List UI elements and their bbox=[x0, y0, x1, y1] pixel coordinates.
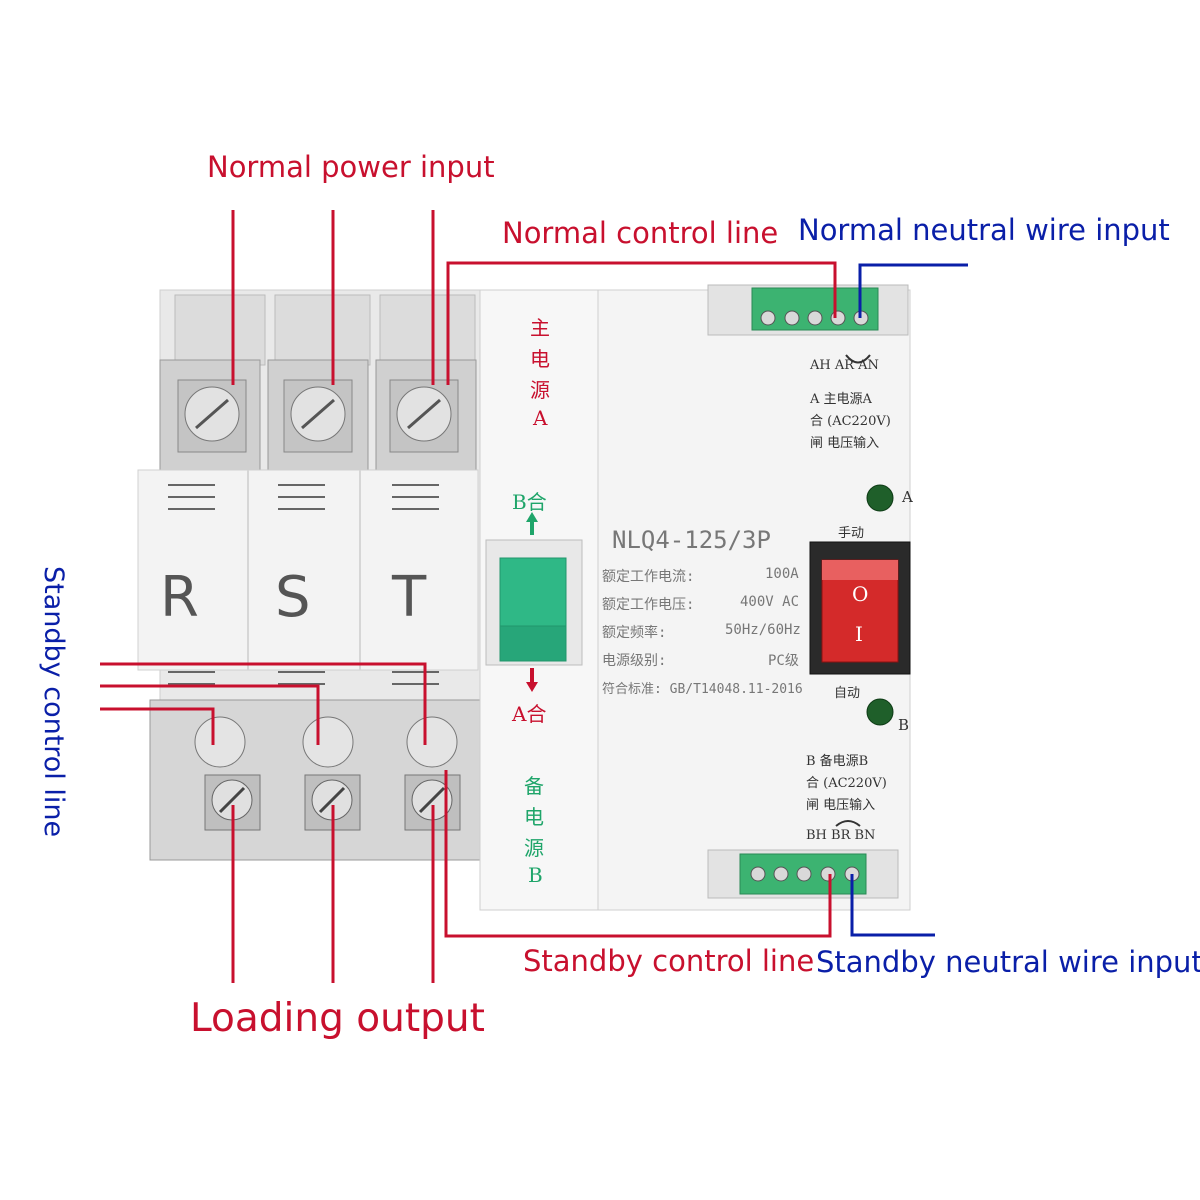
loading-output-label: Loading output bbox=[190, 996, 485, 1041]
top-screw-s bbox=[283, 379, 353, 453]
backup-power-char-1: 备 bbox=[524, 774, 544, 798]
model-number: NLQ4-125/3P bbox=[612, 526, 771, 554]
phase-s-letter: S bbox=[275, 565, 311, 630]
bottom-terminal-line3: 闸 电压输入 bbox=[806, 798, 876, 813]
standby-control-line-left-label: Standby control line bbox=[38, 566, 69, 838]
top-terminal-line1: A 主电源A bbox=[810, 392, 872, 407]
red-callout-lines bbox=[100, 210, 837, 983]
backup-power-char-2: 电 bbox=[524, 805, 544, 829]
spec-voltage-value: 400V AC bbox=[740, 594, 800, 610]
indicator-b-label: B bbox=[898, 716, 910, 734]
top-screw-t bbox=[389, 379, 459, 453]
bottom-terminal-line2: 合 (AC220V) bbox=[806, 776, 887, 791]
spec-level-value: PC级 bbox=[768, 653, 799, 669]
phase-t-letter: T bbox=[392, 565, 427, 630]
spec-frequency-name: 额定频率: bbox=[602, 625, 667, 641]
phase-r-letter: R bbox=[160, 565, 199, 630]
top-terminal-line3: 闸 电压输入 bbox=[810, 436, 880, 451]
top-terminal-line2: 合 (AC220V) bbox=[810, 414, 891, 429]
bottom-terminal-line1: B 备电源B bbox=[806, 754, 869, 769]
main-power-char-2: 电 bbox=[530, 347, 550, 371]
rocker-off-mark: I bbox=[855, 622, 863, 646]
switch-top-label: B合 bbox=[512, 490, 547, 514]
switch-bottom-label: A合 bbox=[512, 702, 547, 726]
backup-power-char-3: 源 bbox=[524, 836, 544, 860]
spec-current-value: 100A bbox=[765, 566, 799, 582]
main-power-char-1: 主 bbox=[530, 316, 550, 340]
spec-level-name: 电源级别: bbox=[602, 653, 667, 669]
main-power-char-3: 源 bbox=[530, 378, 550, 402]
normal-control-line-label: Normal control line bbox=[502, 216, 779, 250]
indicator-a-label: A bbox=[902, 488, 913, 506]
backup-power-char-4: B bbox=[528, 863, 543, 887]
auto-label: 自动 bbox=[834, 686, 861, 701]
main-power-char-4: A bbox=[533, 406, 548, 430]
normal-power-input-label: Normal power input bbox=[207, 150, 495, 184]
manual-label: 手动 bbox=[838, 526, 865, 541]
standby-control-line-bottom-label: Standby control line bbox=[523, 944, 815, 978]
blue-callout-lines bbox=[850, 263, 968, 937]
top-terminal-pins: AH AR AN bbox=[810, 358, 879, 373]
rocker-on-mark: O bbox=[852, 582, 869, 606]
normal-neutral-wire-input-label: Normal neutral wire input bbox=[798, 213, 1170, 247]
spec-standard: 符合标准: GB/T14048.11-2016 bbox=[602, 682, 803, 697]
spec-voltage-name: 额定工作电压: bbox=[602, 597, 695, 613]
top-screw-r bbox=[177, 379, 247, 453]
spec-frequency-value: 50Hz/60Hz bbox=[725, 622, 801, 638]
spec-current-name: 额定工作电流: bbox=[602, 569, 695, 585]
standby-neutral-wire-input-label: Standby neutral wire input bbox=[816, 945, 1200, 979]
bottom-terminal-pins: BH BR BN bbox=[806, 828, 876, 843]
